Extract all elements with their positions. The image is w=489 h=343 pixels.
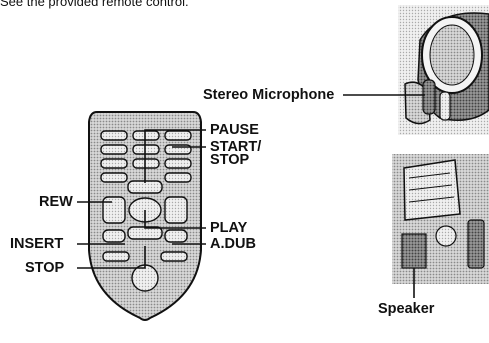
label-pause: PAUSE — [210, 123, 259, 137]
label-insert: INSERT — [10, 237, 63, 251]
label-start-stop-line2: STOP — [210, 153, 249, 167]
label-stereo-microphone: Stereo Microphone — [203, 88, 334, 102]
label-stop: STOP — [25, 261, 64, 275]
camera-microphone-illustration — [343, 5, 489, 135]
label-rew: REW — [39, 195, 73, 209]
label-speaker: Speaker — [378, 302, 434, 316]
remote-control-illustration — [77, 112, 206, 320]
label-play: PLAY — [210, 221, 247, 235]
label-adub: A.DUB — [210, 237, 256, 251]
camera-speaker-illustration — [392, 154, 489, 298]
